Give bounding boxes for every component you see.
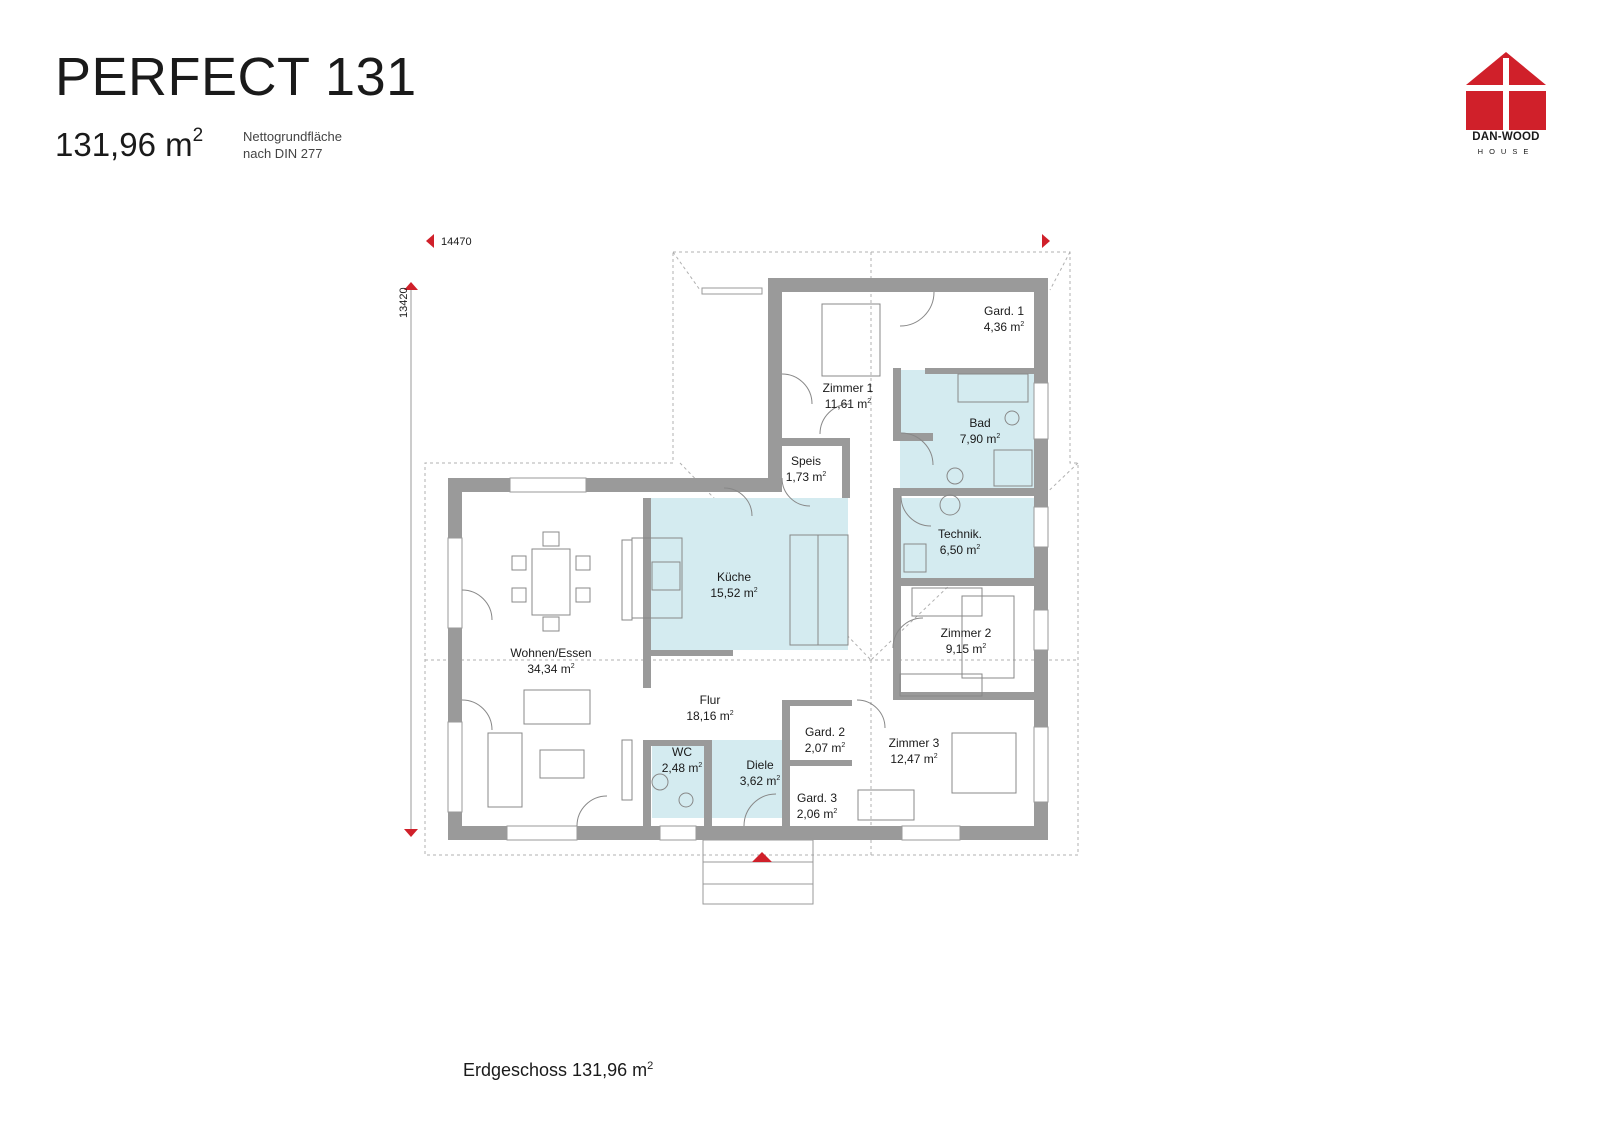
room-diele: Diele 3,62 m2 (740, 758, 781, 788)
room-wohnen: Wohnen/Essen 34,34 m2 (510, 646, 591, 676)
room-zimmer1: Zimmer 1 11,61 m2 (823, 381, 874, 411)
room-area: 4,36 m (983, 320, 1021, 334)
sup: 2 (776, 775, 781, 782)
room-name: Zimmer 1 (822, 381, 874, 395)
room-name: Bad (969, 416, 991, 430)
living-furniture (487, 689, 633, 808)
room-name: Wohnen/Essen (510, 646, 592, 660)
room-name: Zimmer 2 (940, 626, 992, 640)
sup: 2 (729, 710, 734, 717)
logo-subline: HOUSE (1477, 147, 1535, 156)
room-area: 1,73 m (785, 470, 823, 484)
room-name: Diele (746, 758, 774, 772)
room-zimmer2: Zimmer 2 9,15 m2 (941, 626, 992, 656)
room-technik: Technik. 6,50 m2 (938, 527, 982, 557)
kitchen-furniture (621, 534, 849, 646)
floor-caption-sup: 2 (647, 1060, 654, 1072)
room-name: Flur (699, 693, 721, 707)
room-area: 12,47 m (890, 752, 934, 766)
sup: 2 (822, 471, 827, 478)
sup: 2 (1020, 321, 1025, 328)
room-area: 18,16 m (686, 709, 730, 723)
project-title: PERFECT 131 (55, 47, 417, 107)
room-area: 2,07 m (804, 741, 842, 755)
area-note-line2: nach DIN 277 (243, 146, 323, 161)
bath-fixtures (651, 373, 1033, 821)
room-area: 6,50 m (939, 543, 977, 557)
sup: 2 (833, 808, 838, 815)
sup: 2 (841, 742, 846, 749)
sup: 2 (982, 643, 987, 650)
sup: 2 (753, 587, 758, 594)
wet-areas (643, 370, 1035, 818)
room-name: Technik. (937, 527, 983, 541)
room-area: 7,90 m (959, 432, 997, 446)
sup: 2 (996, 433, 1001, 440)
room-area: 9,15 m (945, 642, 983, 656)
sup: 2 (933, 753, 938, 760)
total-area: 131,96 m2 (55, 125, 204, 163)
room-bad: Bad 7,90 m2 (960, 416, 1001, 446)
area-note-line1: Nettogrundfläche (243, 129, 343, 144)
room-flur: Flur 18,16 m2 (686, 693, 733, 723)
sup: 2 (976, 544, 981, 551)
dimension-markers (404, 234, 1050, 862)
total-area-value: 131,96 m (55, 126, 193, 163)
dimension-depth: 13420 (398, 287, 410, 318)
logo-wordmark: DAN-WOOD (1472, 131, 1540, 143)
beds (821, 303, 1017, 794)
sup: 2 (570, 663, 575, 670)
room-name: Gard. 3 (796, 791, 838, 805)
room-area: 34,34 m (527, 662, 571, 676)
dining-set (511, 531, 591, 632)
room-name: Zimmer 3 (888, 736, 940, 750)
room-name: Gard. 2 (804, 725, 846, 739)
room-speis: Speis 1,73 m2 (786, 454, 827, 484)
room-name: WC (672, 745, 692, 759)
room-area: 2,06 m (796, 807, 834, 821)
floor-caption: Erdgeschoss 131,96 m2 (463, 1060, 653, 1081)
entrance-steps (702, 839, 814, 905)
area-note: Nettogrundfläche nach DIN 277 (243, 128, 342, 162)
windows (447, 287, 1049, 841)
sup: 2 (698, 762, 703, 769)
room-zimmer3: Zimmer 3 12,47 m2 (889, 736, 940, 766)
sup: 2 (867, 398, 872, 405)
room-name: Küche (716, 570, 752, 584)
room-area: 15,52 m (710, 586, 754, 600)
room-name: Gard. 1 (983, 304, 1025, 318)
room-wc: WC 2,48 m2 (662, 745, 703, 775)
room-kueche: Küche 15,52 m2 (710, 570, 757, 600)
room-gard1: Gard. 1 4,36 m2 (984, 304, 1025, 334)
floor-caption-text: Erdgeschoss 131,96 m (463, 1060, 648, 1080)
room-gard3: Gard. 3 2,06 m2 (797, 791, 838, 821)
dan-wood-logo-icon (1466, 52, 1546, 133)
door-swings (461, 291, 935, 827)
total-area-sup: 2 (192, 125, 204, 146)
room-name: Speis (790, 454, 822, 468)
room-area: 2,48 m (661, 761, 699, 775)
room-gard2: Gard. 2 2,07 m2 (805, 725, 846, 755)
room-area: 11,61 m (824, 397, 868, 411)
dimension-width: 14470 (441, 236, 472, 248)
room-area: 3,62 m (739, 774, 777, 788)
